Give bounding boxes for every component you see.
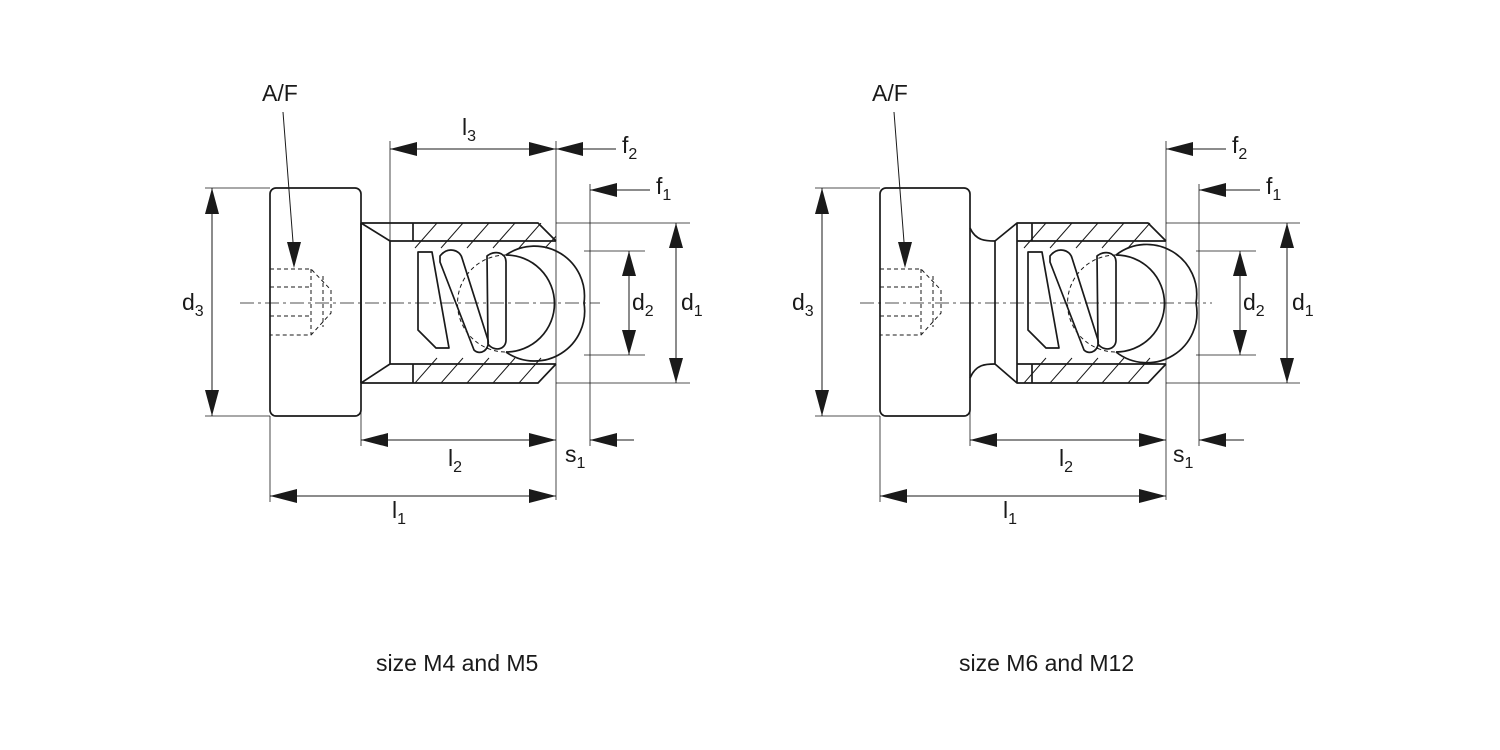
thread-hatching [414,223,556,383]
svg-text:s1: s1 [1173,441,1194,472]
dimension-f1: f1 [590,173,671,204]
dimension-s1: s1 [1173,433,1244,472]
af-label: A/F [872,80,908,106]
dimension-d2: d2 [1233,251,1265,355]
thread-hatching [1023,222,1151,384]
svg-text:d3: d3 [792,289,814,320]
compression-spring [1027,249,1117,354]
svg-text:d2: d2 [1243,289,1265,320]
hex-socket-head [269,187,362,417]
svg-text:d1: d1 [1292,289,1314,320]
svg-text:d2: d2 [632,289,654,320]
threaded-body [994,222,1167,384]
extension-lines [205,141,690,502]
dimension-d3: d3 [182,188,219,416]
svg-text:d3: d3 [182,289,204,320]
svg-text:f2: f2 [622,132,637,163]
af-leader: A/F [872,80,912,268]
dimension-l3: l3 [390,114,556,156]
dimension-d2: d2 [622,251,654,355]
svg-text:l2: l2 [448,445,462,476]
caption-size-m4-m5: size M4 and M5 [376,650,538,676]
dimension-d3: d3 [792,188,829,416]
svg-text:l3: l3 [462,114,476,145]
svg-text:f1: f1 [1266,173,1281,204]
dimension-f2: f2 [556,132,637,163]
dimension-s1: s1 [565,433,634,472]
af-leader: A/F [262,80,301,268]
svg-text:f2: f2 [1232,132,1247,163]
dimension-l1: l1 [880,489,1166,528]
dimension-f1: f1 [1199,173,1281,204]
hex-socket-recess [270,268,332,336]
compression-spring [417,249,507,354]
hex-socket-head [879,187,971,417]
svg-text:l1: l1 [1003,497,1017,528]
hex-socket-recess [880,268,942,336]
svg-text:l2: l2 [1059,445,1073,476]
extension-lines [815,141,1300,502]
caption-size-m6-m12: size M6 and M12 [959,650,1134,676]
dimension-d1: d1 [669,223,703,383]
svg-text:f1: f1 [656,173,671,204]
dimension-l2: l2 [970,433,1166,476]
drawing-size-m6-m12: d3 d2 d1 f2 f1 l2 [792,80,1314,676]
af-label: A/F [262,80,298,106]
drawing-size-m4-m5: d3 d2 d1 l3 f2 [182,80,703,676]
dimension-l1: l1 [270,489,556,528]
dimension-d1: d1 [1280,223,1314,383]
svg-text:d1: d1 [681,289,703,320]
svg-text:s1: s1 [565,441,586,472]
svg-text:l1: l1 [392,497,406,528]
neck [969,227,996,379]
dimension-f2: f2 [1166,132,1247,163]
dimension-l2: l2 [361,433,556,476]
